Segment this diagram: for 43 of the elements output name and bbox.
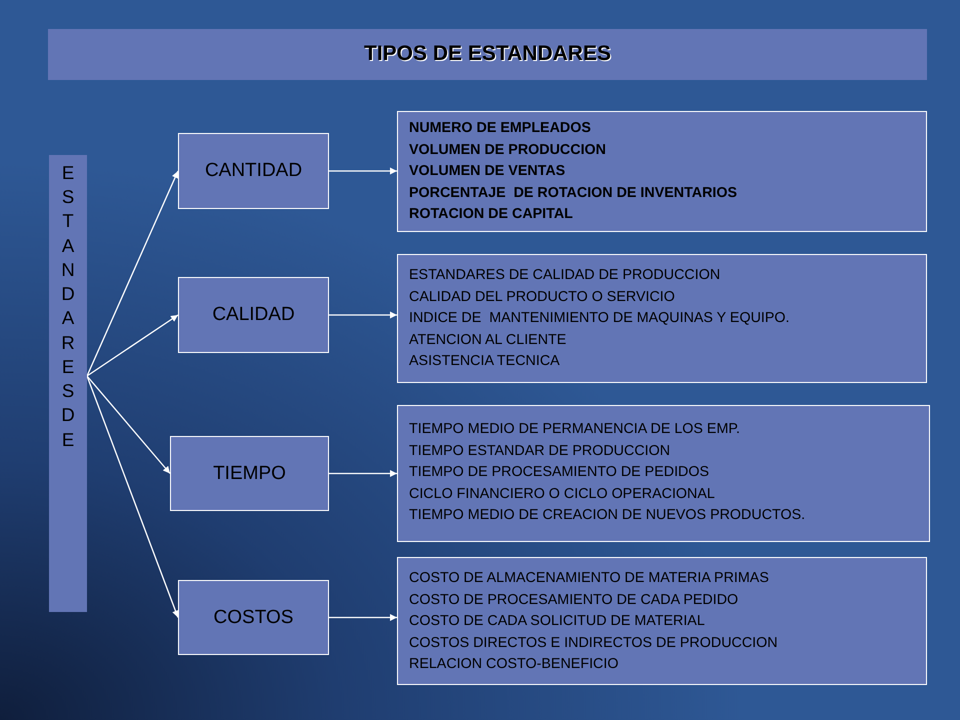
list-item-text: TIEMPO ESTANDAR DE PRODUCCION — [409, 442, 670, 461]
list-item-text: VOLUMEN DE PRODUCCION — [409, 140, 606, 160]
list-item-text: ATENCION AL CLIENTE — [409, 330, 566, 350]
category-box — [170, 436, 329, 511]
list-item-text: COSTO DE PROCESAMIENTO DE CADA PEDIDO — [409, 590, 738, 610]
node-label: ESTANDARES DE — [60, 161, 76, 452]
list-item-text: TIEMPO MEDIO DE PERMANENCIA DE LOS EMP. — [409, 420, 740, 439]
arrow — [86, 314, 178, 377]
arrow — [329, 312, 397, 318]
list-item-text: ASISTENCIA TECNICA — [409, 352, 560, 372]
title: TIPOS DE ESTANDARES — [363, 42, 612, 66]
arrow — [329, 470, 397, 477]
list-item-text: ESTANDARES DE CALIDAD DE PRODUCCION — [409, 266, 720, 285]
list-item-text: TIEMPO DE PROCESAMIENTO DE PEDIDOS — [409, 463, 710, 482]
list-item-text: CICLO FINANCIERO O CICLO OPERACIONAL — [409, 484, 715, 504]
list-item-text: VOLUMEN DE VENTAS — [409, 162, 566, 182]
node-label: CALIDAD — [212, 304, 295, 326]
node-label: COSTOS — [214, 606, 294, 628]
list-item-text: COSTO DE ALMACENAMIENTO DE MATERIA PRIMAS — [409, 569, 769, 588]
category-box — [178, 580, 329, 655]
arrow — [329, 614, 397, 621]
list-item-text: PORCENTAJE DE ROTACION DE INVENTARIOS — [409, 184, 738, 203]
category-box — [178, 133, 329, 209]
arrow — [329, 168, 397, 174]
node-label: CANTIDAD — [204, 160, 302, 182]
node-label: TIEMPO — [213, 462, 286, 484]
list-item-text: COSTO DE CADA SOLICITUD DE MATERIAL — [409, 612, 705, 632]
detail-box — [397, 254, 927, 383]
detail-box — [397, 405, 930, 542]
list-item-text: INDICE DE MANTENIMIENTO DE MAQUINAS Y EQUIPO. — [409, 309, 790, 328]
list-item-text: NUMERO DE EMPLEADOS — [409, 119, 591, 138]
arrow — [86, 170, 179, 376]
list-item-text: ROTACION DE CAPITAL — [409, 205, 573, 224]
category-box — [178, 277, 329, 353]
detail-box — [397, 111, 927, 232]
vertical-label-band — [49, 155, 87, 612]
list-item-text: COSTOS DIRECTOS E INDIRECTOS DE PRODUCCION — [409, 634, 778, 653]
arrow — [86, 376, 179, 618]
arrow — [86, 376, 170, 474]
list-item-text: TIEMPO MEDIO DE CREACION DE NUEVOS PRODUCTOS. — [409, 506, 806, 526]
list-item-text: CALIDAD DEL PRODUCTO O SERVICIO — [409, 288, 675, 307]
list-item-text: RELACION COSTO-BENEFICIO — [409, 655, 618, 674]
detail-box — [397, 557, 927, 685]
